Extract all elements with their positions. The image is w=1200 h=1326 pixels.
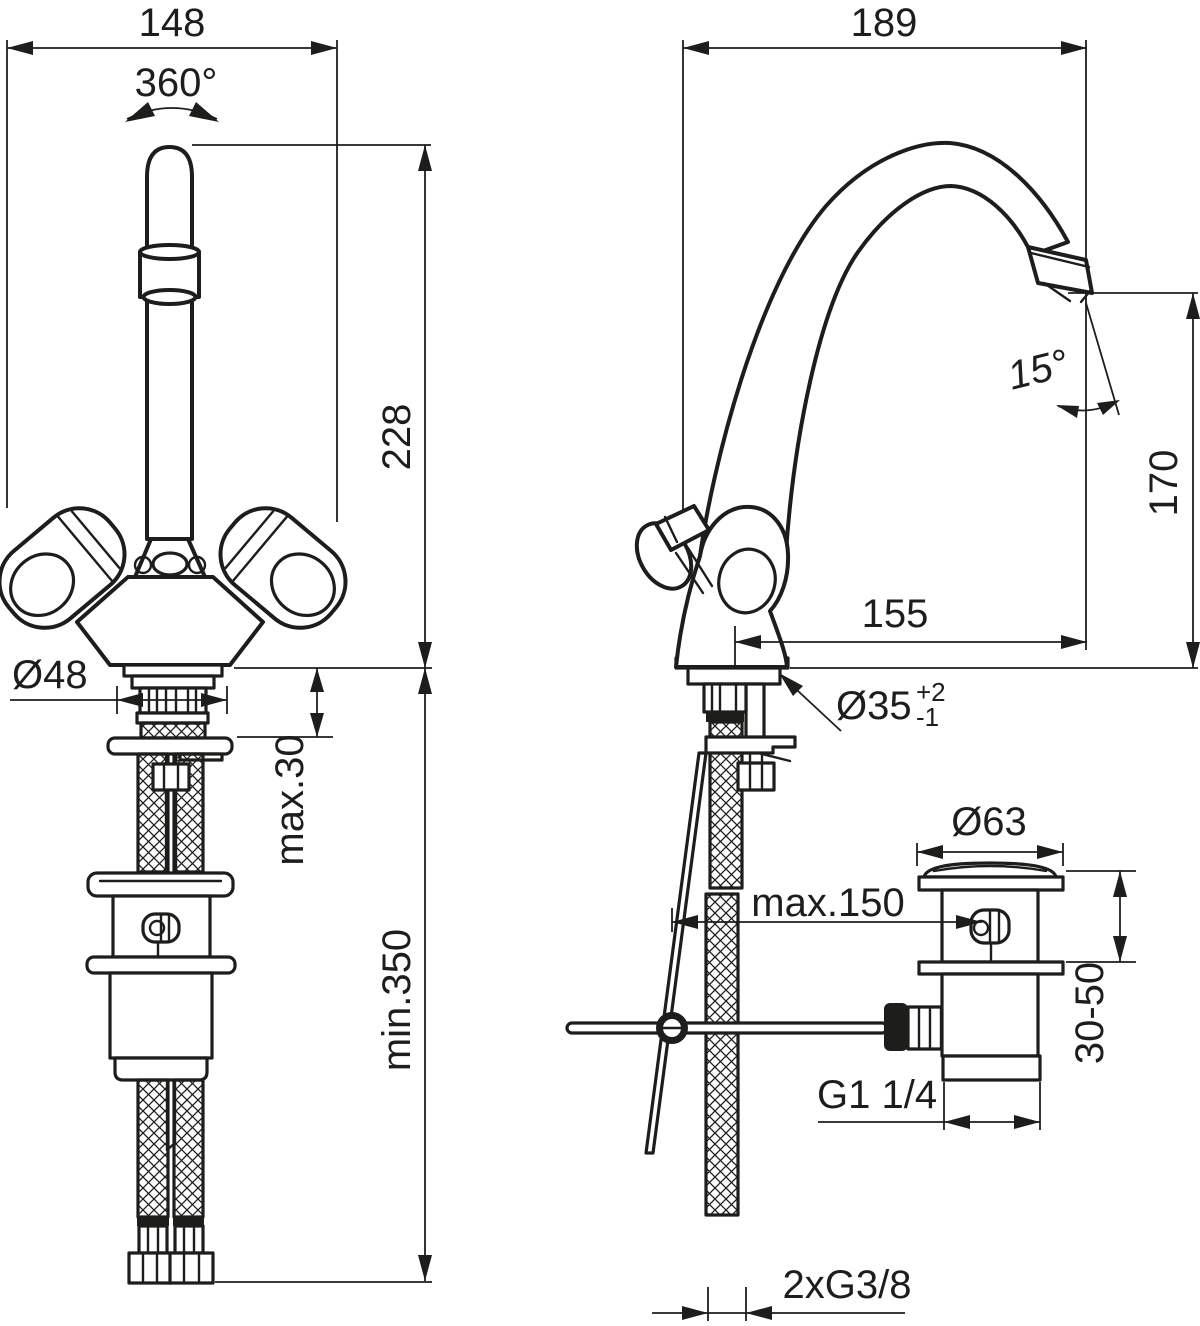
left-view — [0, 145, 348, 1285]
dim-label: max.150 — [751, 881, 904, 925]
spout-pipe — [145, 145, 194, 541]
supply-hose-side-lower — [704, 892, 740, 1217]
dim-tolerance-minus: -1 — [916, 702, 939, 732]
dim-waste-dia: Ø63 — [917, 800, 1063, 859]
dim-label: 2xG3/8 — [783, 1263, 912, 1307]
drain-valve-side — [917, 861, 1065, 1082]
dim-tolerance-plus: +2 — [916, 677, 946, 707]
supply-hose-left-lower — [136, 1078, 170, 1219]
spout-collar — [138, 243, 201, 306]
actuating-rod — [565, 1021, 889, 1035]
dim-label: 155 — [862, 592, 929, 636]
dim-label: 148 — [139, 1, 206, 45]
dim-waste-depth: 30-50 — [1068, 871, 1127, 1064]
dim-label: min.350 — [375, 929, 419, 1071]
dim-waste-thread: G1 1/4 — [817, 1073, 1040, 1129]
dim-hose-thread: 2xG3/8 — [652, 1263, 911, 1320]
dim-label: 189 — [851, 1, 918, 45]
mounting-clamp — [704, 735, 797, 792]
swivel-spout — [698, 140, 1070, 558]
supply-hose-right-lower — [172, 1078, 205, 1219]
dim-label: 170 — [1142, 450, 1186, 517]
threaded-shank-front — [135, 686, 210, 740]
dim-hose-min: min.350 — [375, 668, 432, 1281]
dim-label: 30-50 — [1068, 962, 1112, 1064]
dim-swivel: 360° — [125, 61, 219, 122]
dim-outlet-height: 170 — [1142, 293, 1200, 668]
hose-connectors-front — [127, 1217, 215, 1285]
dim-label: Ø35 — [836, 684, 912, 728]
dim-hole-dia: Ø35 +2 -1 — [779, 673, 946, 732]
drain-outlet-thread — [941, 1054, 1042, 1082]
threaded-shank-side — [702, 682, 766, 740]
hose-nut-right — [168, 1251, 215, 1285]
dim-label: 228 — [375, 404, 419, 471]
dim-label: 360° — [135, 61, 218, 105]
dim-label: 15° — [1003, 341, 1072, 398]
handle-face — [717, 547, 777, 615]
pop-up-waste-front — [85, 871, 237, 1082]
right-view — [565, 140, 1094, 1217]
dim-reach: 155 — [735, 592, 1087, 649]
dim-base-dia: Ø48 — [10, 653, 228, 714]
base-step-1 — [122, 663, 224, 678]
dim-deck-max: max.30 — [268, 668, 324, 866]
base-step-2 — [130, 674, 216, 690]
dim-rod-max: max.150 — [672, 881, 982, 929]
dim-width-left: 148 — [7, 1, 337, 55]
pop-up-rod-front — [151, 752, 191, 874]
handle-right — [218, 506, 348, 630]
dim-label: Ø48 — [12, 653, 88, 697]
dim-label: G1 1/4 — [817, 1073, 937, 1117]
handle-left — [0, 506, 127, 630]
extension-lines — [6, 40, 1087, 650]
body-cap — [133, 537, 207, 579]
dim-width-right: 189 — [683, 1, 1087, 55]
escutcheon-front — [106, 736, 234, 762]
dim-label: max.30 — [268, 734, 312, 865]
dim-tilt: 15° — [1003, 302, 1120, 418]
dim-label: Ø63 — [951, 800, 1027, 844]
faucet-body-front — [75, 575, 265, 667]
dim-spout-height-left: 228 — [375, 145, 432, 668]
rod-drain-connector — [884, 1003, 946, 1051]
deck-flange-side — [686, 666, 782, 686]
pop-up-rod-side — [644, 751, 708, 1155]
hose-nut-left — [127, 1251, 173, 1285]
pop-up-lever — [654, 504, 714, 595]
